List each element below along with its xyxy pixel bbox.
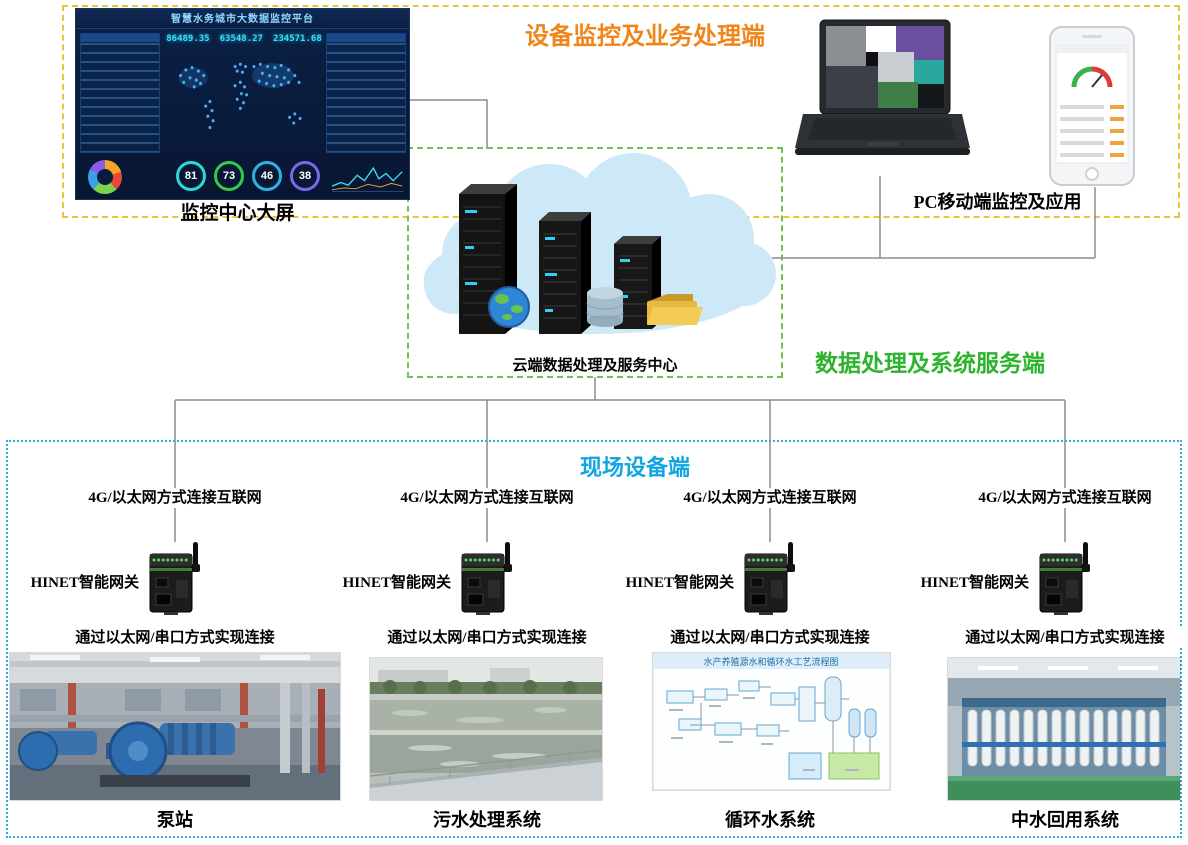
phone: [1049, 26, 1135, 186]
hinet-gateway-device: [144, 542, 206, 616]
dashboard-screen: 智慧水务城市大数据监控平台 86489.35 63548.27 234571.6…: [75, 8, 410, 200]
system-name: 中水回用系统: [1011, 810, 1119, 830]
gauge-circle: 81: [176, 161, 206, 191]
internet-connection-text: 4G/以太网方式连接互联网: [670, 488, 870, 509]
dashboard-title: 智慧水务城市大数据监控平台: [171, 14, 314, 25]
serial-connection-text: 通过以太网/串口方式实现连接: [640, 626, 900, 647]
cloud-servers: [424, 153, 776, 334]
line-chart: [332, 166, 404, 192]
gauge-value: 81: [184, 170, 198, 182]
kpi-value: 86489.35: [166, 34, 210, 44]
gauge-circle: 38: [290, 161, 320, 191]
gateway-label: HINET智能网关: [30, 575, 139, 591]
world-map-dots: [178, 62, 302, 130]
database-icon: [586, 287, 624, 327]
gateway-label: HINET智能网关: [342, 575, 451, 591]
gauge-circle: 46: [252, 161, 282, 191]
cloud-section: 云端数据处理及服务中心: [407, 147, 783, 378]
dashboard-right-panel: [326, 33, 406, 153]
pump-station-photo: [10, 653, 340, 800]
hinet-gateway-device: [739, 542, 801, 616]
gauge-value: 38: [298, 170, 312, 182]
cloud-caption: 云端数据处理及服务中心: [512, 358, 678, 374]
dashboard-caption: 监控中心大屏: [180, 203, 295, 224]
kpi-value: 63548.27: [219, 34, 263, 44]
gateway-label: HINET智能网关: [920, 575, 1029, 591]
system-name: 污水处理系统: [433, 810, 541, 830]
membrane-plant-photo: [948, 658, 1180, 800]
process-flow-diagram-photo: 水产养殖源水和循环水工艺流程图: [653, 653, 890, 790]
internet-connection-text: 4G/以太网方式连接互联网: [965, 488, 1165, 509]
panel-header: [81, 34, 159, 42]
sewage-plant-photo: [370, 658, 602, 800]
pump: [100, 721, 250, 787]
serial-connection-text: 通过以太网/串口方式实现连接: [45, 626, 305, 647]
serial-connection-text: 通过以太网/串口方式实现连接: [357, 626, 617, 647]
laptop: [795, 19, 970, 155]
pump: [18, 731, 97, 771]
hinet-gateway-device: [456, 542, 518, 616]
system-name: 循环水系统: [725, 810, 815, 830]
hinet-gateway-device: [1034, 542, 1096, 616]
server-tower: [539, 212, 591, 334]
gauge-row: 81 73 46 38: [168, 161, 328, 191]
donut-chart: [88, 160, 122, 194]
flow-diagram-title: 水产养殖源水和循环水工艺流程图: [703, 656, 838, 667]
pc-mobile-caption: PC移动端监控及应用: [913, 192, 1082, 212]
field-section-title: 现场设备端: [579, 455, 690, 480]
monitoring-business-section-title: 设备监控及业务处理端: [525, 24, 765, 50]
dashboard-left-panel: [80, 33, 160, 153]
server-tower: [459, 184, 517, 334]
folder-icon: [647, 294, 703, 325]
gauge-value: 46: [260, 170, 274, 182]
data-service-side-title: 数据处理及系统服务端: [815, 351, 1045, 376]
panel-header: [327, 34, 405, 42]
kpi-value: 234571.68: [272, 34, 322, 44]
dashboard-kpis: 86489.35 63548.27 234571.68: [162, 34, 326, 44]
gateway-label: HINET智能网关: [625, 575, 734, 591]
dashboard-titlebar: 智慧水务城市大数据监控平台: [76, 9, 409, 29]
serial-connection-text: 通过以太网/串口方式实现连接: [935, 626, 1188, 647]
globe-icon: [488, 286, 530, 328]
system-name: 泵站: [157, 810, 193, 830]
internet-connection-text: 4G/以太网方式连接互联网: [387, 488, 587, 509]
gauge-circle: 73: [214, 161, 244, 191]
internet-connection-text: 4G/以太网方式连接互联网: [75, 488, 275, 509]
gauge-value: 73: [222, 170, 236, 182]
